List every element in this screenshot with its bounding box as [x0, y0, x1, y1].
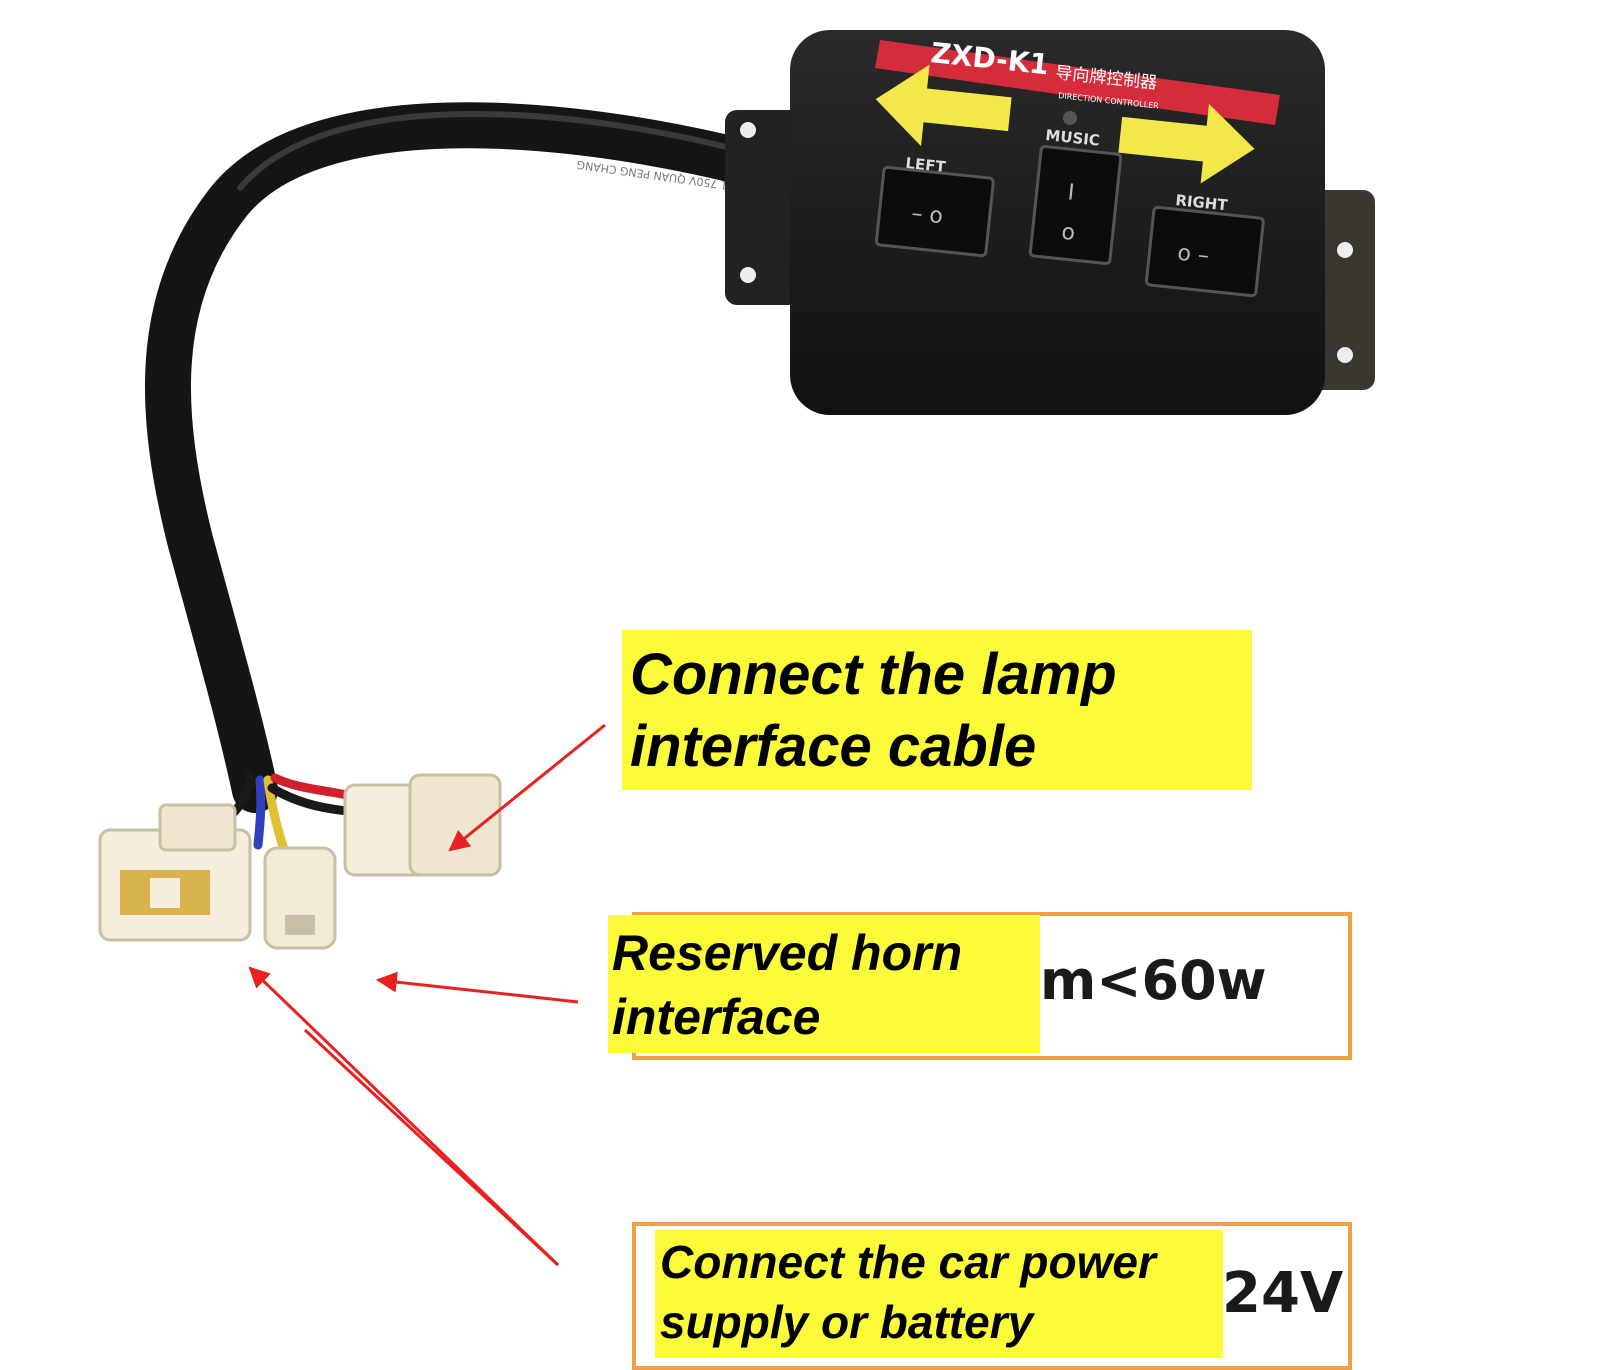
left-switch: – o — [874, 165, 995, 258]
lamp-callout — [622, 630, 1252, 790]
horn-callout — [608, 915, 1040, 1053]
power-spec: 24V — [1222, 1261, 1344, 1326]
lamp-connector — [343, 773, 502, 877]
lamp-callout-line2: interface cable — [630, 714, 1037, 779]
arrow-lamp — [448, 723, 606, 852]
arrow-horn — [375, 971, 579, 1004]
power-callout-line1: Connect the car power — [660, 1236, 1156, 1288]
right-arrow-leds — [1118, 103, 1255, 184]
music-label: MUSIC — [1045, 126, 1101, 150]
right-label: RIGHT — [1175, 191, 1230, 214]
svg-text:o –: o – — [1176, 241, 1210, 269]
right-switch: o – — [1144, 205, 1265, 298]
svg-text:– o: – o — [910, 201, 944, 229]
horn-callout-line1: Reserved horn — [612, 925, 963, 981]
lamp-callout-line1: Connect the lamp — [630, 642, 1117, 707]
power-callout — [655, 1230, 1223, 1358]
horn-spec: m<60w — [1040, 949, 1267, 1012]
svg-text:I: I — [1066, 180, 1075, 206]
controller-box: ZXD-K1 导向牌控制器 DIRECTION CONTROLLER LEFT … — [725, 30, 1375, 415]
left-arrow-leds — [875, 64, 1012, 147]
svg-text:o: o — [1060, 220, 1076, 246]
power-connector — [98, 803, 252, 942]
cable-highlight — [237, 111, 783, 191]
music-switch: I o — [1028, 145, 1123, 266]
horn-callout-line2: interface — [612, 989, 821, 1045]
power-callout-line2: supply or battery — [660, 1296, 1034, 1348]
horn-connector — [263, 846, 337, 950]
arrow-power-2 — [303, 1028, 560, 1267]
main-cable — [145, 102, 813, 813]
